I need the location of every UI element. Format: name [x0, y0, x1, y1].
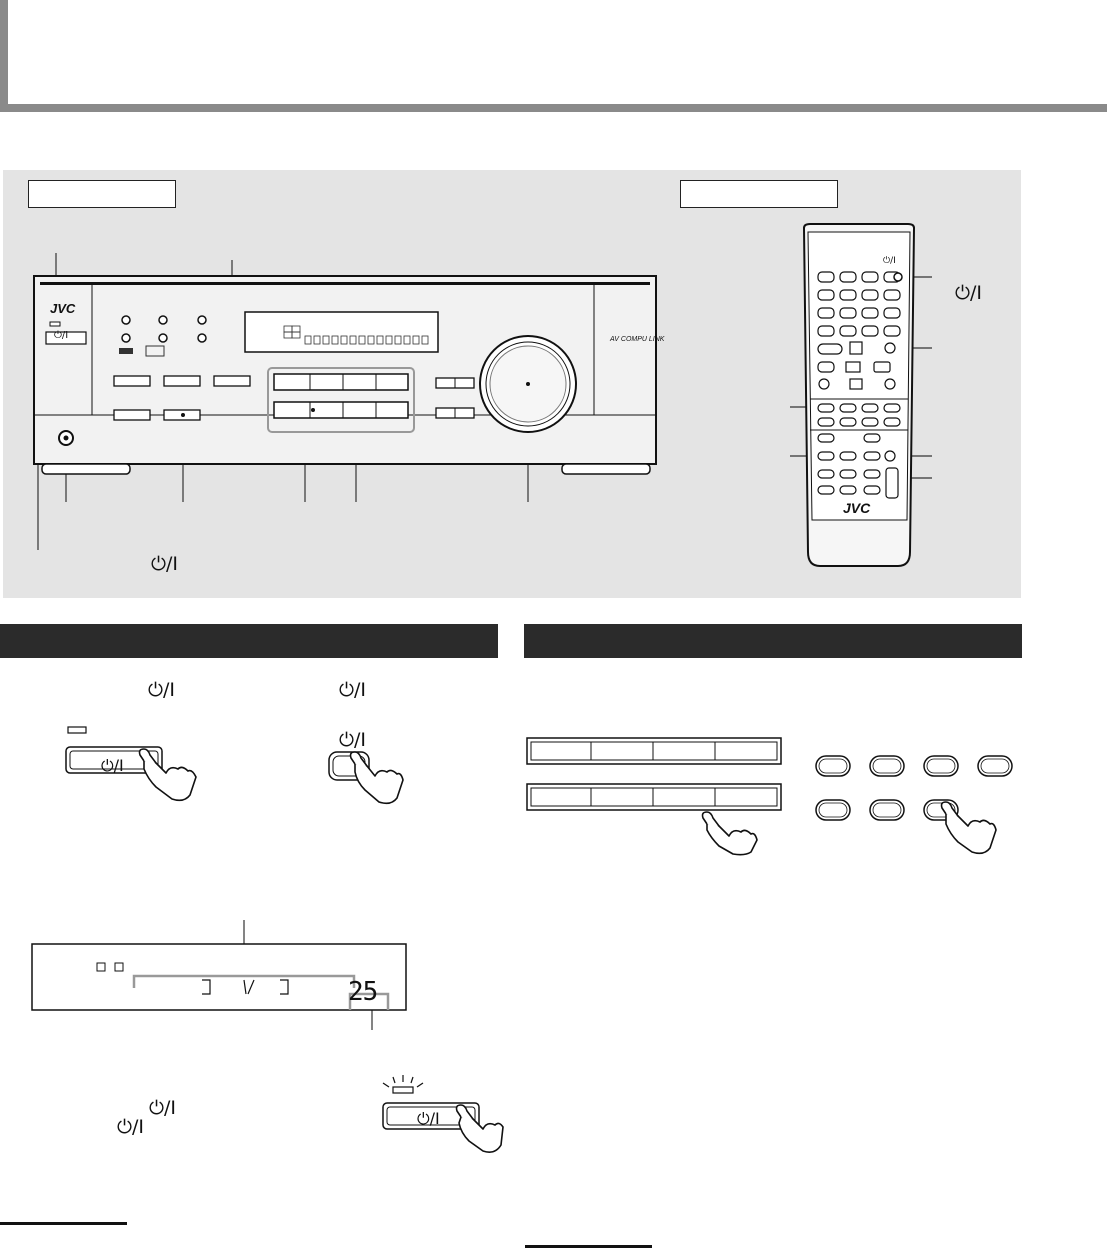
front-panel-brand: JVC: [50, 301, 76, 316]
remote-power-symbol[interactable]: ⏻/I: [883, 256, 896, 266]
right-section-header: [524, 624, 1022, 656]
title-frame-bottom-border: [0, 104, 1107, 112]
left-section-rule: [0, 656, 498, 658]
front-power-button-symbol[interactable]: ⏻/I: [54, 330, 69, 341]
title-frame-left-border: [0, 0, 8, 112]
display-illustration: [31, 920, 407, 1030]
left-footer-rule: [0, 1222, 127, 1225]
front-panel-label-box: [28, 180, 176, 208]
pointing-hand-icon: [940, 801, 997, 855]
pointing-hand-icon: [349, 751, 404, 805]
power-symbol-1: ⏻/I: [148, 679, 176, 701]
standby-symbol-2: ⏻/I: [117, 1116, 145, 1138]
receiver-front-panel: [33, 253, 657, 550]
source-buttons-illustration: [526, 737, 782, 856]
display-readout: 25: [348, 977, 378, 1007]
remote-label-box: [680, 180, 838, 208]
remote-control: [790, 223, 932, 567]
pointing-hand-icon: [701, 811, 758, 856]
remote-power-label-symbol: ⏻/I: [955, 282, 983, 304]
front-power-button-illustration: [65, 726, 197, 802]
pointing-hand-icon: [455, 1104, 504, 1153]
right-footer-rule: [525, 1245, 652, 1248]
remote-source-buttons-illustration: [815, 755, 1013, 855]
standby-button-symbol[interactable]: ⏻/I: [417, 1109, 440, 1128]
power-symbol-2: ⏻/I: [339, 679, 367, 701]
left-section-header: [0, 624, 498, 656]
display-segments: [202, 979, 289, 995]
remote-button-symbol: ⏻/I: [339, 729, 367, 751]
standby-symbol-1: ⏻/I: [149, 1097, 177, 1119]
pointing-hand-icon: [138, 748, 197, 802]
standby-button-illustration: [382, 1075, 504, 1153]
remote-brand: JVC: [843, 500, 871, 516]
compu-link-badge: AV COMPU LINK: [610, 336, 665, 343]
front-button-symbol[interactable]: ⏻/I: [101, 756, 124, 775]
power-label-symbol: ⏻/I: [151, 553, 179, 575]
right-section-rule: [524, 656, 1022, 658]
remote-power-button-illustration: [328, 751, 404, 805]
page-title-frame: [0, 0, 1107, 112]
